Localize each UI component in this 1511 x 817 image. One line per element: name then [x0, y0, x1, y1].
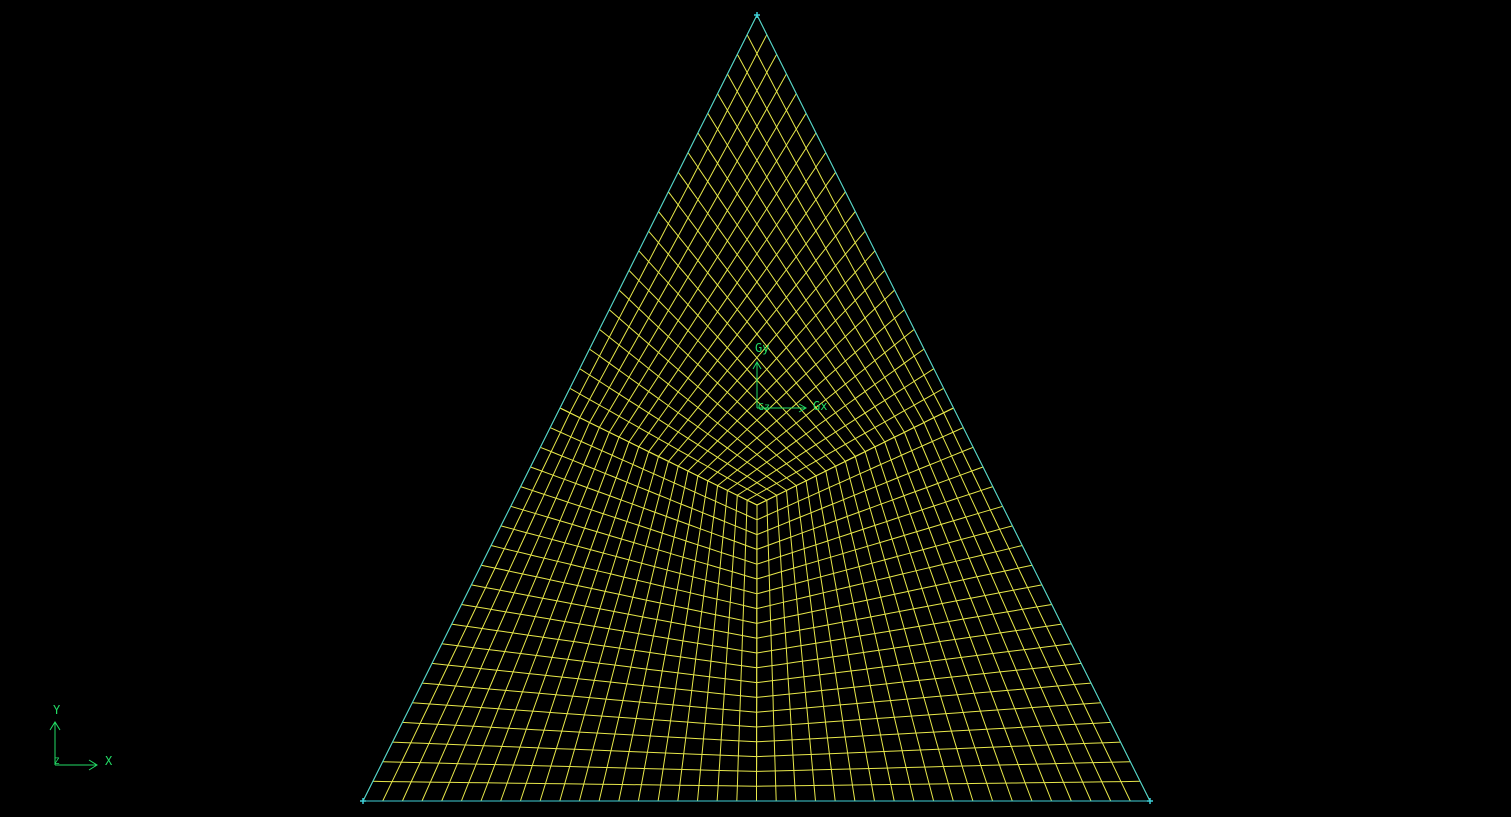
mesh-line	[727, 348, 925, 491]
global-y-arrowhead-icon	[752, 360, 762, 370]
mesh-line	[697, 490, 728, 802]
mesh-line	[716, 495, 738, 802]
mesh-line	[756, 427, 964, 521]
mesh-line	[677, 250, 876, 467]
mesh-line	[746, 387, 944, 501]
mesh-line	[756, 525, 1013, 595]
mesh-line	[707, 309, 905, 482]
global-x-label: Gx	[813, 399, 827, 413]
mesh-line	[756, 564, 1033, 624]
mesh-layer	[362, 14, 1151, 802]
mesh-line	[737, 368, 935, 496]
mesh-line	[481, 564, 757, 624]
mesh-line	[756, 407, 954, 506]
mesh-line	[579, 368, 777, 496]
view-z-label: Z	[54, 757, 60, 767]
mesh-line	[530, 466, 758, 550]
mesh-line	[756, 446, 974, 536]
triangle-boundary	[362, 13, 1151, 802]
mesh-line	[825, 470, 895, 802]
global-axis-triad: Gy Gx Gz	[752, 341, 827, 413]
mesh-line	[756, 505, 758, 801]
mesh-line	[461, 604, 757, 654]
mesh-line	[697, 289, 895, 477]
mesh-line	[776, 495, 797, 802]
mesh-line	[569, 387, 768, 501]
view-x-label: X	[105, 754, 113, 768]
mesh-line	[844, 461, 935, 802]
mesh-line	[717, 329, 915, 486]
mesh-line	[618, 289, 817, 477]
mesh-line	[471, 584, 757, 639]
vertex-marker-icon[interactable]	[754, 12, 760, 18]
mesh-line	[756, 545, 1023, 610]
mesh-line	[766, 500, 777, 802]
mesh-line	[618, 470, 689, 802]
vertex-marker-icon[interactable]	[1147, 798, 1153, 804]
view-axis-triad: Y X Z	[49, 703, 113, 771]
mesh-line	[500, 525, 758, 595]
global-x-arrowhead-icon	[798, 403, 808, 413]
mesh-line	[608, 309, 807, 482]
mesh-line	[835, 466, 915, 802]
mesh-line	[854, 456, 954, 802]
mesh-line	[786, 490, 816, 802]
global-z-label: Gz	[758, 402, 770, 413]
view-y-label: Y	[53, 703, 61, 717]
mesh-line	[490, 545, 757, 610]
mesh-line	[756, 505, 1003, 580]
global-y-label: Gy	[755, 341, 769, 355]
boundary-edge	[362, 13, 1151, 802]
mesh-line	[805, 480, 856, 802]
view-x-arrowhead-icon	[88, 759, 98, 771]
mesh-line	[756, 486, 993, 565]
mesh-line	[559, 407, 758, 506]
mesh-line	[589, 348, 787, 491]
mesh-line	[648, 230, 846, 462]
mesh-line	[578, 461, 669, 802]
mesh-line	[736, 500, 748, 802]
mesh-line	[599, 329, 797, 486]
mesh-line	[628, 270, 827, 472]
mesh-line	[657, 480, 709, 802]
mesh-line	[598, 466, 679, 802]
mesh-line	[756, 466, 984, 550]
mesh-line	[637, 475, 699, 802]
mesh-line	[638, 250, 836, 467]
mesh-line	[520, 486, 758, 565]
boundary-vertices	[360, 12, 1153, 804]
mesh-line	[549, 427, 758, 521]
vertex-marker-icon[interactable]	[360, 798, 366, 804]
mesh-line	[658, 211, 856, 457]
mesh-line	[540, 446, 758, 536]
mesh-line	[668, 230, 866, 462]
mesh-line	[795, 485, 836, 802]
mesh-line	[677, 485, 719, 802]
mesh-line	[510, 505, 758, 580]
mesh-line	[815, 475, 875, 802]
mesh-line	[687, 270, 886, 472]
view-y-arrowhead-icon	[49, 721, 61, 731]
mesh-line	[756, 584, 1042, 639]
